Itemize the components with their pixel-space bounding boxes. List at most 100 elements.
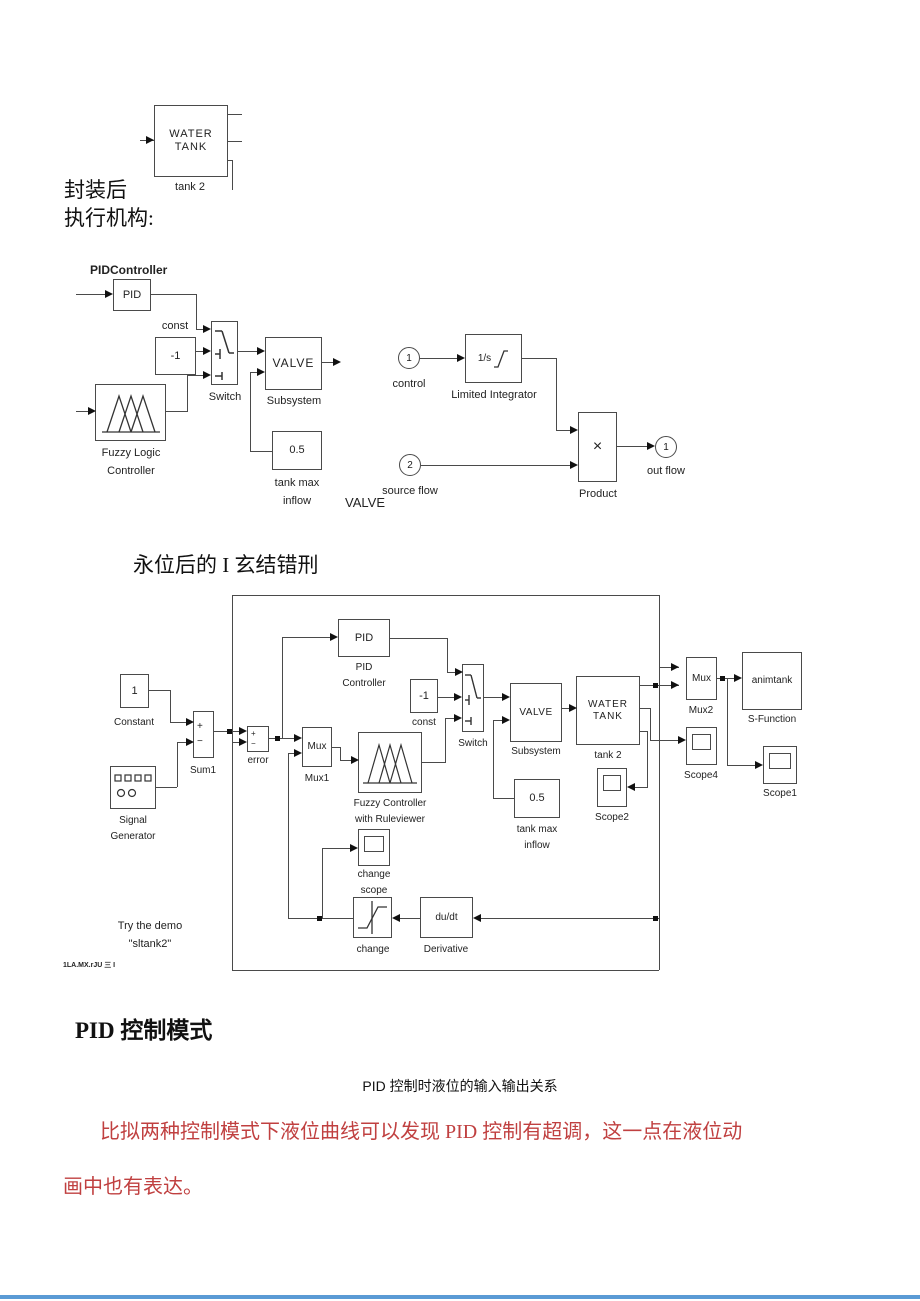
arrowhead-icon xyxy=(294,749,302,757)
arrowhead-icon xyxy=(330,633,338,641)
arrowhead-icon xyxy=(671,681,679,689)
pid-label-line2: Controller xyxy=(342,678,386,689)
sum1-label: Sum1 xyxy=(189,765,217,776)
wire xyxy=(447,638,448,672)
wire xyxy=(447,672,456,673)
control-label: control xyxy=(392,378,426,390)
arrowhead-icon xyxy=(105,290,113,298)
figure-caption: PID 控制时液位的输入输出关系 xyxy=(362,1078,558,1094)
membership-functions-icon xyxy=(101,393,160,433)
wire xyxy=(400,918,421,919)
change-scope-screen-icon xyxy=(364,836,384,852)
arrowhead-icon xyxy=(473,914,481,922)
wire xyxy=(76,294,106,295)
fuzzy-label: Fuzzy Logic Controller xyxy=(85,445,177,480)
arrowhead-icon xyxy=(671,663,679,671)
junction-dot xyxy=(227,729,232,734)
wire xyxy=(484,697,503,698)
wire xyxy=(232,160,233,190)
wire xyxy=(228,141,242,142)
arrowhead-icon xyxy=(502,693,510,701)
switch-icon xyxy=(215,330,234,380)
wire xyxy=(288,753,289,918)
wire xyxy=(445,718,455,719)
scope2-screen-icon xyxy=(603,775,621,791)
try-demo-line2: "sltank2" xyxy=(128,937,172,950)
dudt-text: du/dt xyxy=(435,911,458,923)
wire xyxy=(556,358,557,431)
fuzzy3-label-line2: with Ruleviewer xyxy=(354,814,426,825)
wire xyxy=(170,690,171,723)
mux2-block: Mux xyxy=(686,657,717,700)
wire xyxy=(481,918,659,919)
fuzzy-controller-label: Fuzzy Controller with Ruleviewer xyxy=(328,796,452,828)
arrowhead-icon xyxy=(502,716,510,724)
mid-caption: 永位后的 I 玄结错刑 xyxy=(133,553,319,577)
inport-source-num: 2 xyxy=(407,459,413,471)
arrowhead-icon xyxy=(186,718,194,726)
error-minus: − xyxy=(251,739,256,748)
zhixing-heading: 执行机构: xyxy=(64,206,154,230)
wire xyxy=(659,667,679,668)
junction-dot xyxy=(275,736,280,741)
tank-max-inflow-block: 0.5 xyxy=(272,431,322,470)
wire xyxy=(250,451,272,452)
wire xyxy=(493,720,503,721)
wire xyxy=(421,465,571,466)
wire xyxy=(647,731,648,788)
limited-integrator-label: Limited Integrator xyxy=(451,389,537,401)
sum1-plus: + xyxy=(197,721,203,732)
neg1-text: -1 xyxy=(419,689,429,702)
animtank-text: animtank xyxy=(751,675,793,687)
wire xyxy=(156,787,177,788)
wire xyxy=(232,595,659,596)
pid-controller-block: PID xyxy=(338,619,390,657)
arrowhead-icon xyxy=(392,914,400,922)
arrowhead-icon xyxy=(239,738,247,746)
const-label: const xyxy=(161,320,189,332)
wire xyxy=(340,760,352,761)
half3-text: 0.5 xyxy=(529,792,545,805)
arrowhead-icon xyxy=(333,358,341,366)
siggen-label-line1: Signal xyxy=(119,815,147,826)
minus-one-block: -1 xyxy=(155,337,196,375)
siggen-label-line2: Generator xyxy=(110,831,156,842)
wire xyxy=(727,678,728,766)
change-scope-label: change scope xyxy=(343,867,405,899)
wire xyxy=(187,375,204,376)
junction-dot xyxy=(317,916,322,921)
wire xyxy=(650,740,679,741)
valve-subsystem-block: VALVE xyxy=(265,337,322,390)
wire xyxy=(238,351,258,352)
product-label: Product xyxy=(579,488,617,500)
arrowhead-icon xyxy=(678,736,686,744)
sfunction-label: S-Function xyxy=(747,714,797,725)
fuzzy-label-line2: Controller xyxy=(107,464,155,477)
saturation-curve-icon xyxy=(494,349,509,368)
arrowhead-icon xyxy=(755,761,763,769)
wire xyxy=(196,329,204,330)
limited-integrator-block: 1/s xyxy=(465,334,522,383)
wire xyxy=(445,718,446,763)
constant-block: 1 xyxy=(120,674,149,708)
wire xyxy=(562,708,570,709)
wire xyxy=(288,753,295,754)
constant-label: Constant xyxy=(113,717,155,728)
switch-block xyxy=(211,321,238,385)
wire xyxy=(250,372,258,373)
mux1-text: Mux xyxy=(307,741,327,753)
wire xyxy=(76,411,89,412)
tank-max-label: tank max inflow xyxy=(267,475,327,510)
wire xyxy=(177,742,186,743)
pid3-text: PID xyxy=(354,631,374,644)
tank3-line1: WATER xyxy=(588,699,628,710)
wire xyxy=(493,720,494,799)
wire xyxy=(635,787,647,788)
change-scope-line1: change xyxy=(357,869,391,880)
change-block xyxy=(353,897,392,938)
arrowhead-icon xyxy=(454,693,462,701)
wire xyxy=(196,294,197,330)
wire xyxy=(232,742,240,743)
wire xyxy=(232,970,659,971)
tankmax3-line1: tank max xyxy=(516,824,558,835)
